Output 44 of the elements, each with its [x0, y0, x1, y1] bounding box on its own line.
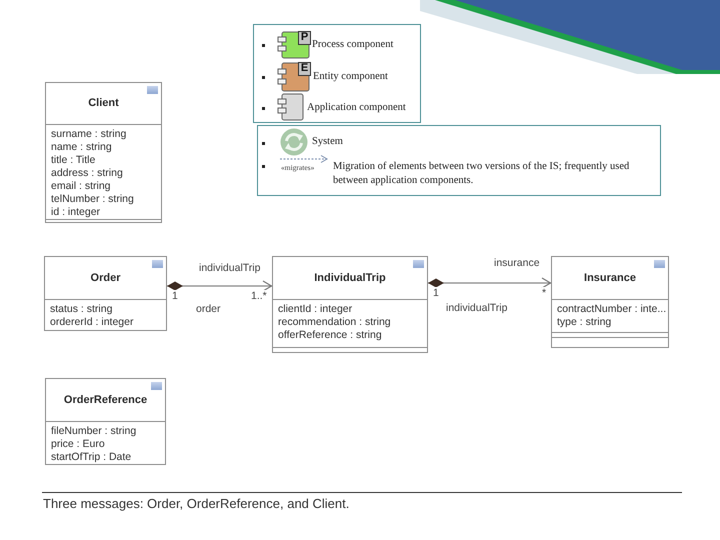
attribute-text: title : Title	[51, 154, 96, 167]
multiplicity-label: 1..*	[251, 290, 267, 302]
multiplicity-label: 1	[172, 290, 178, 302]
attribute-text: price : Euro	[51, 438, 105, 451]
role-label: individualTrip	[446, 302, 508, 314]
class-box	[551, 256, 669, 348]
edge-label: individualTrip	[199, 262, 260, 274]
class-name: IndividualTrip	[314, 272, 386, 284]
attribute-text: startOfTrip : Date	[51, 451, 132, 464]
class-name: Client	[88, 97, 119, 110]
role-label: order	[196, 303, 221, 315]
legend-text: Process component	[312, 38, 394, 51]
attribute-text: ordererId : integer	[50, 316, 134, 329]
attribute-text: surname : string	[51, 128, 126, 141]
attribute-text: address : string	[51, 167, 123, 180]
attribute-text: id : integer	[51, 206, 100, 219]
attribute-text: type : string	[557, 316, 612, 329]
legend-text: Migration of elements between two versions of the IS; frequently used between application components.	[333, 160, 630, 188]
class-name: Order	[90, 272, 120, 284]
attribute-text: recommendation : string	[278, 316, 391, 329]
attribute-text: telNumber : string	[51, 193, 134, 206]
icon-letter: E	[300, 62, 310, 75]
association-arrow	[167, 280, 272, 292]
class-box	[45, 378, 166, 465]
class-name: Insurance	[584, 272, 636, 284]
class-name: OrderReference	[64, 394, 148, 406]
class-box	[45, 82, 162, 223]
legend-text: Application component	[307, 101, 406, 114]
attribute-text: status : string	[50, 303, 112, 316]
class-box	[44, 256, 167, 331]
attribute-text: email : string	[51, 180, 111, 193]
legend-text: System	[312, 135, 343, 148]
attribute-text: clientId : integer	[278, 303, 352, 316]
caption-text: Three messages: Order, OrderReference, and Client.	[43, 496, 350, 512]
attribute-text: contractNumber : inte...	[557, 303, 666, 316]
legend-text: Entity component	[313, 70, 388, 83]
icon-letter: P	[300, 31, 310, 44]
attribute-text: offerReference : string	[278, 329, 382, 342]
class-box	[272, 256, 428, 353]
attribute-text: name : string	[51, 141, 112, 154]
attribute-text: fileNumber : string	[51, 425, 136, 438]
association-arrow	[428, 277, 552, 289]
multiplicity-label: 1	[433, 287, 439, 299]
edge-label: insurance	[494, 257, 540, 269]
